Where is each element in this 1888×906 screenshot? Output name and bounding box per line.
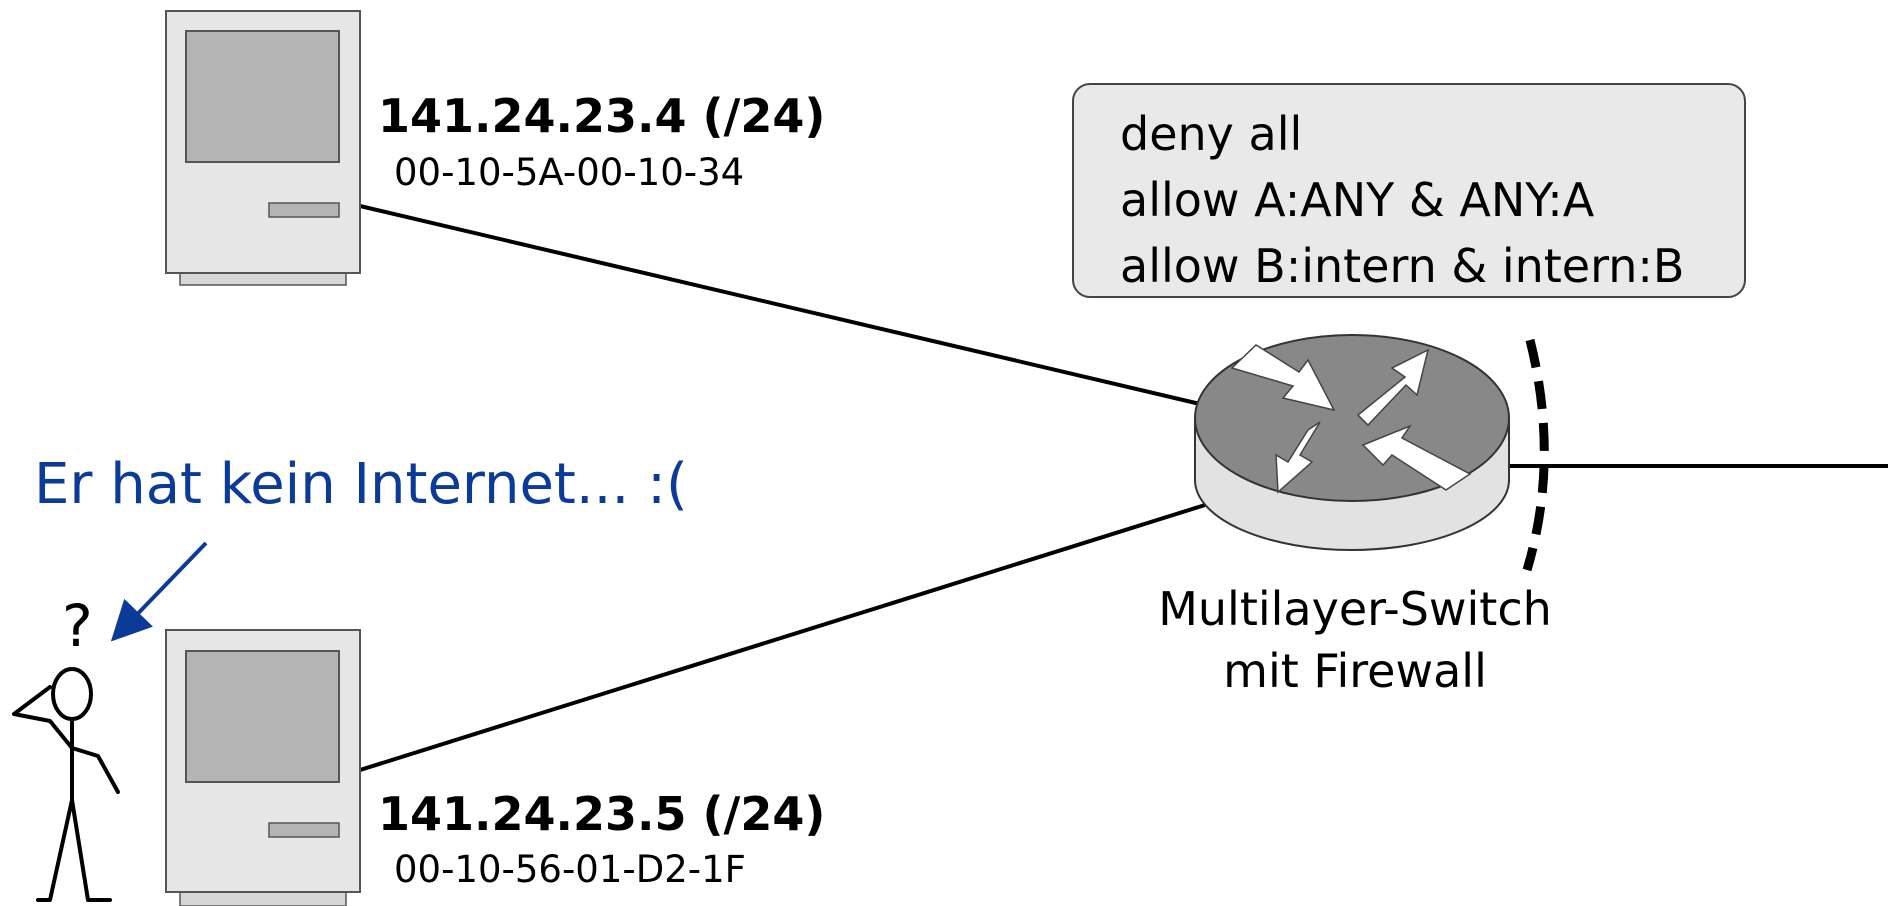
note-arrow xyxy=(110,541,208,642)
host-a-mac: 00-10-5A-00-10-34 xyxy=(394,151,745,194)
question-mark: ? xyxy=(62,592,93,660)
rule-deny-all: deny all xyxy=(1120,107,1303,161)
firewall-rules-box: deny all allow A:ANY & ANY:A allow B:int… xyxy=(1072,83,1746,298)
rule-allow-b: allow B:intern & intern:B xyxy=(1120,239,1685,293)
host-b-mac: 00-10-56-01-D2-1F xyxy=(394,848,746,891)
confused-user-icon xyxy=(12,667,120,902)
multilayer-switch-icon xyxy=(1194,334,1510,551)
link-host-a-switch xyxy=(359,204,1201,406)
switch-arrows-icon xyxy=(1230,344,1472,494)
computer-b-icon xyxy=(165,629,361,906)
switch-label-line1: Multilayer-Switch xyxy=(1158,582,1552,636)
computer-a-icon xyxy=(165,10,361,286)
firewall-boundary xyxy=(1522,338,1549,572)
rule-allow-a: allow A:ANY & ANY:A xyxy=(1120,173,1595,227)
switch-label: Multilayer-Switch mit Firewall xyxy=(1100,578,1610,702)
host-b-ip: 141.24.23.5 (/24) xyxy=(378,787,826,841)
switch-label-line2: mit Firewall xyxy=(1223,644,1487,698)
host-a-ip: 141.24.23.4 (/24) xyxy=(378,89,826,143)
link-host-b-switch xyxy=(359,503,1206,772)
no-internet-note: Er hat kein Internet... :( xyxy=(34,452,688,517)
